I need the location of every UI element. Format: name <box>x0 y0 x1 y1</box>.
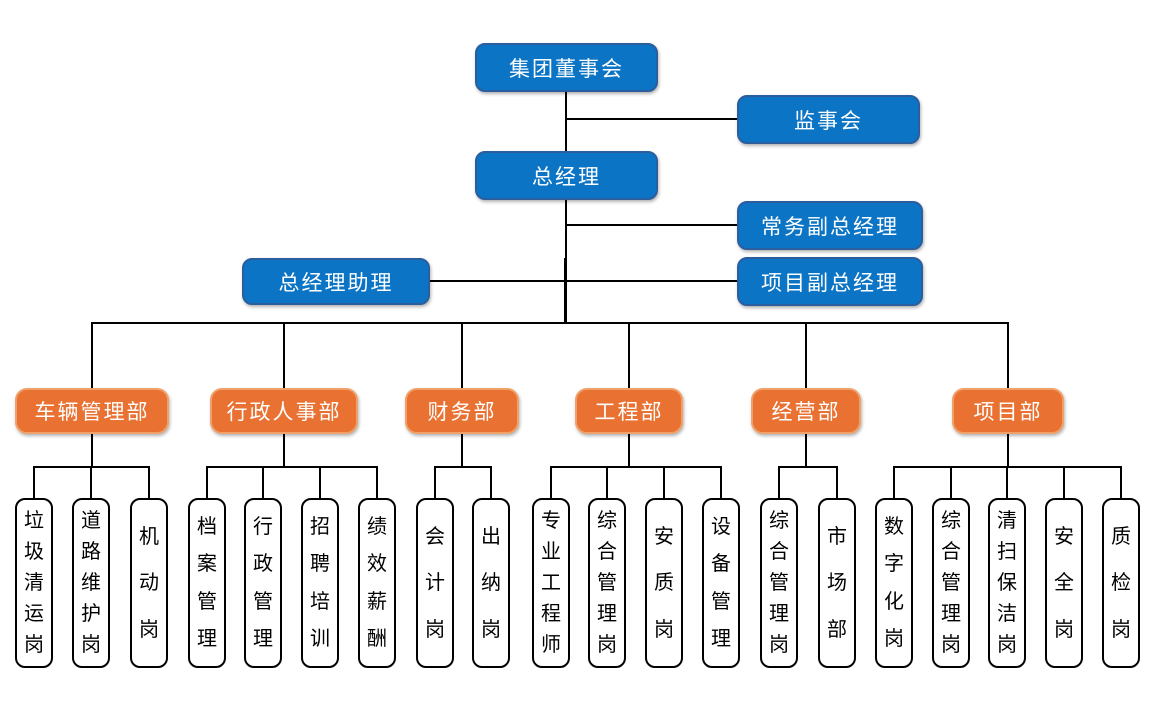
connector <box>434 466 492 468</box>
connector <box>33 466 150 468</box>
position-box: 档案管理 <box>188 498 226 668</box>
node-supervisory-board: 监事会 <box>737 95 920 144</box>
position-box: 道路维护岗 <box>72 498 110 668</box>
node-executive-deputy-gm: 常务副总经理 <box>737 201 923 250</box>
connector <box>893 466 895 498</box>
position-box: 机动岗 <box>130 498 168 668</box>
connector <box>720 466 722 498</box>
connector <box>778 466 780 498</box>
node-group-board: 集团董事会 <box>475 43 658 92</box>
node-general-manager-label: 总经理 <box>532 165 601 189</box>
connector <box>565 200 567 260</box>
dept-admin-hr: 行政人事部 <box>210 388 358 434</box>
connector <box>283 322 285 388</box>
position-box: 安质岗 <box>645 498 683 668</box>
connector <box>778 466 838 468</box>
connector <box>1007 434 1009 467</box>
connector <box>1006 466 1008 498</box>
connector <box>950 466 952 498</box>
connector <box>91 322 1009 324</box>
connector <box>566 224 737 226</box>
dept-engineering-label: 工程部 <box>594 401 664 424</box>
position-box: 清扫保洁岗 <box>988 498 1026 668</box>
position-box: 专业工程师 <box>532 498 570 668</box>
connector <box>430 280 737 282</box>
connector <box>606 466 608 498</box>
position-box: 会计岗 <box>416 498 454 668</box>
dept-project-label: 项目部 <box>973 401 1043 424</box>
connector <box>319 466 321 498</box>
connector <box>550 466 722 468</box>
dept-vehicle-management-label: 车辆管理部 <box>34 401 150 424</box>
connector <box>564 258 567 323</box>
node-project-deputy-gm: 项目副总经理 <box>737 257 923 306</box>
connector <box>1120 466 1122 498</box>
node-supervisory-board-label: 监事会 <box>794 109 863 133</box>
connector <box>90 466 92 498</box>
position-box: 垃圾清运岗 <box>15 498 53 668</box>
dept-admin-hr-label: 行政人事部 <box>226 401 342 424</box>
connector <box>628 322 630 388</box>
node-gm-assistant-label: 总经理助理 <box>278 271 394 295</box>
node-executive-deputy-gm-label: 常务副总经理 <box>761 215 899 239</box>
position-box: 绩效薪酬 <box>358 498 396 668</box>
connector <box>490 466 492 498</box>
dept-operations-label: 经营部 <box>771 401 841 424</box>
connector <box>805 434 807 467</box>
connector <box>628 434 630 467</box>
connector <box>1063 466 1065 498</box>
connector <box>836 466 838 498</box>
connector <box>91 434 93 467</box>
node-general-manager: 总经理 <box>475 151 658 200</box>
position-box: 综合管理岗 <box>932 498 970 668</box>
position-box: 市场部 <box>818 498 856 668</box>
connector <box>893 466 1122 468</box>
dept-operations: 经营部 <box>751 388 861 434</box>
position-box: 数字化岗 <box>875 498 913 668</box>
connector <box>663 466 665 498</box>
connector <box>33 466 35 498</box>
dept-vehicle-management: 车辆管理部 <box>15 388 169 434</box>
connector <box>566 118 737 120</box>
connector <box>550 466 552 498</box>
dept-project: 项目部 <box>952 388 1064 434</box>
position-box: 设备管理 <box>702 498 740 668</box>
dept-engineering: 工程部 <box>575 388 683 434</box>
connector <box>461 434 463 467</box>
connector <box>283 434 285 467</box>
connector <box>805 322 807 388</box>
position-box: 出纳岗 <box>472 498 510 668</box>
node-group-board-label: 集团董事会 <box>509 57 624 81</box>
connector <box>262 466 264 498</box>
connector <box>206 466 378 468</box>
connector <box>206 466 208 498</box>
node-gm-assistant: 总经理助理 <box>242 258 430 305</box>
position-box: 综合管理岗 <box>588 498 626 668</box>
connector <box>461 322 463 388</box>
position-box: 行政管理 <box>244 498 282 668</box>
connector <box>434 466 436 498</box>
connector <box>376 466 378 498</box>
dept-finance: 财务部 <box>405 388 519 434</box>
connector <box>1007 322 1009 388</box>
position-box: 质检岗 <box>1102 498 1140 668</box>
connector <box>148 466 150 498</box>
position-box: 安全岗 <box>1045 498 1083 668</box>
position-box: 综合管理岗 <box>760 498 798 668</box>
node-project-deputy-gm-label: 项目副总经理 <box>761 271 899 295</box>
connector <box>565 92 567 151</box>
connector <box>91 322 93 388</box>
dept-finance-label: 财务部 <box>427 401 497 424</box>
position-box: 招聘培训 <box>301 498 339 668</box>
